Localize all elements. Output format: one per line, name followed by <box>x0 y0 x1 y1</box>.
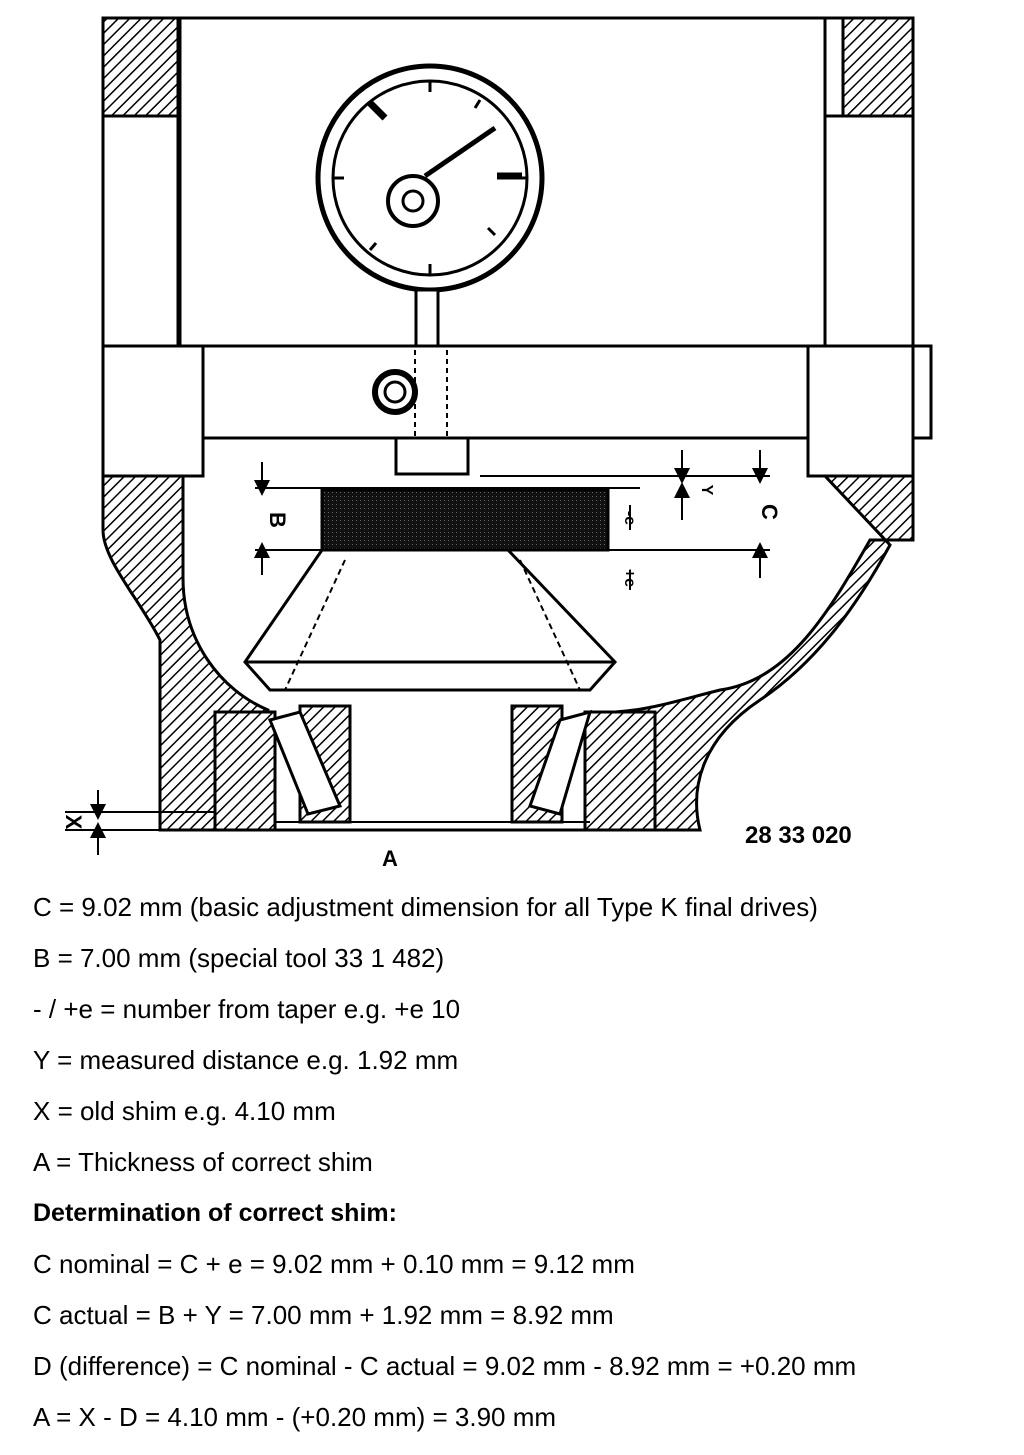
note-e: - / +e = number from taper e.g. +e 10 <box>33 994 461 1024</box>
taper-bearing <box>267 709 593 816</box>
label-a: A <box>382 846 398 871</box>
note-x: X = old shim e.g. 4.10 mm <box>33 1096 336 1126</box>
figure-number: 28 33 020 <box>745 822 852 849</box>
shim-measurement-diagram: B C Y -e +e X A 28 33 020 <box>61 16 933 871</box>
label-plus-e: +e <box>621 569 638 587</box>
label-c: C <box>757 504 782 520</box>
calc-shim-a: A = X - D = 4.10 mm - (+0.20 mm) = 3.90 … <box>33 1402 557 1432</box>
label-y: Y <box>698 485 715 496</box>
note-a: A = Thickness of correct shim <box>33 1147 373 1177</box>
calc-difference: D (difference) = C nominal - C actual = … <box>33 1351 857 1381</box>
note-c: C = 9.02 mm (basic adjustment dimension … <box>33 892 818 922</box>
calc-c-nominal: C nominal = C + e = 9.02 mm + 0.10 mm = … <box>33 1249 635 1279</box>
label-b: B <box>265 512 290 528</box>
note-y: Y = measured distance e.g. 1.92 mm <box>33 1045 459 1075</box>
pinion-gear <box>243 488 618 692</box>
dial-gauge <box>315 63 545 476</box>
dimension-lines <box>65 450 770 855</box>
note-b: B = 7.00 mm (special tool 33 1 482) <box>33 943 445 973</box>
determination-heading: Determination of correct shim: <box>33 1199 397 1227</box>
label-x: X <box>61 815 86 830</box>
explanation-notes: C = 9.02 mm (basic adjustment dimension … <box>33 894 1018 1455</box>
tool-crossbar <box>101 344 933 478</box>
calc-c-actual: C actual = B + Y = 7.00 mm + 1.92 mm = 8… <box>33 1300 614 1330</box>
label-minus-e: -e <box>621 511 638 525</box>
